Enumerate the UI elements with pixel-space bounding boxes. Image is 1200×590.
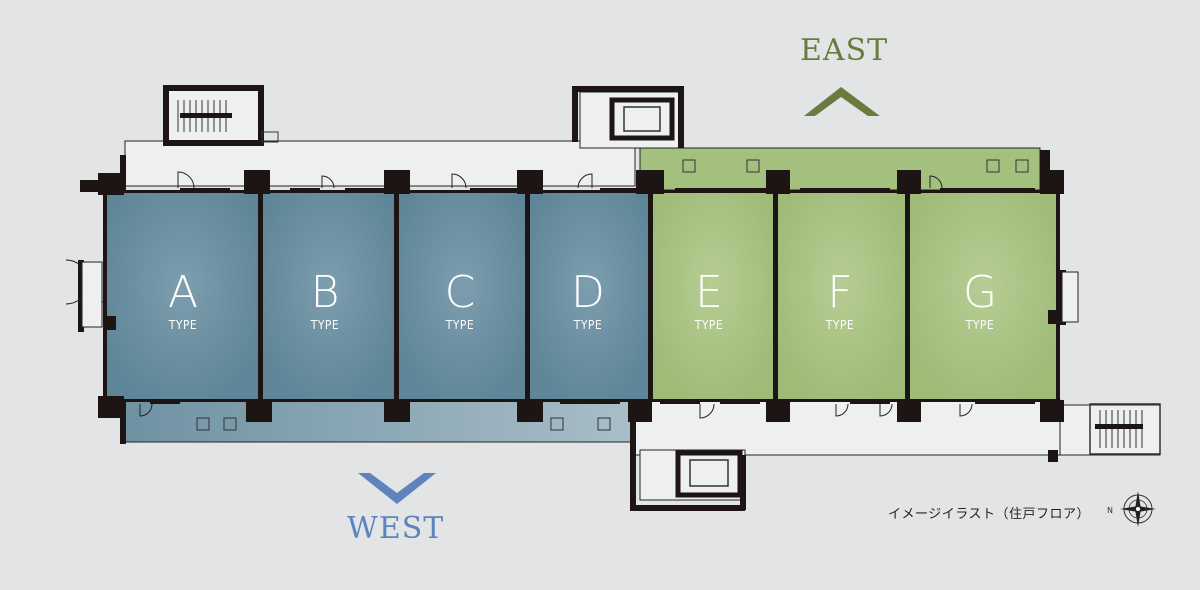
unit-c-type: TYPE [445, 318, 475, 332]
unit-d-letter: D [571, 267, 605, 318]
unit-c-floor [399, 192, 526, 400]
ac-units [196, 159, 1029, 431]
east-chevron-icon [804, 87, 880, 116]
west-chevron-icon [358, 473, 436, 504]
door-swings [65, 171, 973, 419]
unit-a-type: TYPE [168, 318, 198, 332]
unit-g-floor [910, 192, 1058, 400]
unit-g-type: TYPE [965, 318, 995, 332]
unit-b-type: TYPE [310, 318, 340, 332]
unit-g-letter: G [963, 267, 997, 318]
unit-b-letter: B [311, 267, 340, 318]
elevator-north [609, 97, 675, 141]
compass-rose-icon: N [1107, 491, 1156, 527]
stair-west [163, 85, 279, 146]
unit-d-type: TYPE [573, 318, 603, 332]
entry-box-west [81, 261, 103, 328]
walls [78, 86, 1066, 511]
east-label: EAST [800, 33, 889, 68]
unit-c-letter: C [445, 267, 476, 318]
unit-labels: A TYPE B TYPE C TYPE D TYPE E TYPE F TYP… [168, 267, 997, 332]
balcony-west [124, 399, 636, 443]
unit-e-letter: E [695, 267, 723, 318]
unit-b-floor [263, 192, 395, 400]
unit-a-floor [107, 192, 259, 400]
unit-a-letter: A [168, 267, 198, 318]
stair-east [1089, 403, 1161, 455]
unit-f-floor [778, 192, 906, 400]
unit-f-letter: F [827, 267, 852, 318]
balcony-east [639, 147, 1041, 191]
north-letter: N [1107, 506, 1113, 515]
unit-f-type: TYPE [825, 318, 855, 332]
elevator-south [675, 450, 743, 498]
west-label: WEST [347, 511, 445, 546]
unit-e-type: TYPE [694, 318, 724, 332]
image-caption: イメージイラスト（住戸フロア） [888, 507, 1090, 522]
unit-d-floor [530, 192, 649, 400]
unit-e-floor [653, 192, 774, 400]
entry-box-east [1061, 271, 1079, 323]
